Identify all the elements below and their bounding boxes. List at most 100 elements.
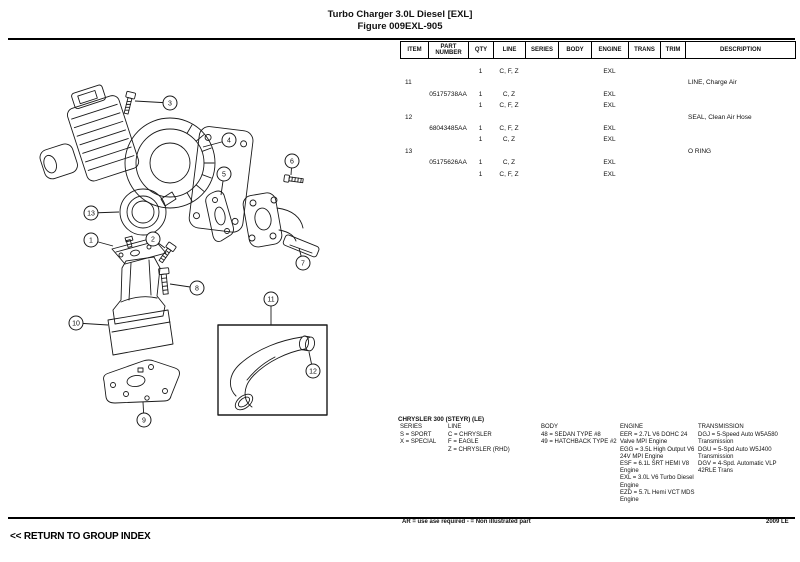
cell-line: C, Z [502,90,516,98]
cell-trans [628,169,660,180]
column-header-series: SERIES [526,42,559,58]
legend-item: EZD = 5.7L Hemi VCT MDS Engine [620,489,695,504]
svg-text:6: 6 [290,158,294,165]
cell-trans [628,157,660,168]
cell-engine [591,112,628,123]
cell-item [400,157,428,168]
callout-1: 1 [83,232,114,248]
cell-item [400,134,428,145]
cell-part_number [428,77,468,88]
title-block: Turbo Charger 3.0L Diesel [EXL] Figure 0… [0,9,800,32]
cell-trans [628,146,660,157]
actuator-drawing [66,84,140,182]
cell-series [525,157,558,168]
cell-qty: 1 [478,68,483,75]
table-row: 05175738AA 1 C, Z EXL [400,89,794,100]
column-header-description: DESCRIPTION [719,46,761,53]
cell-series [525,77,558,88]
svg-text:7: 7 [301,260,305,267]
cell-line: C, F, Z [499,68,519,75]
cell-line [493,77,525,88]
column-header-trim: TRIM [661,42,686,58]
svg-text:10: 10 [72,320,80,327]
cell-part_number: 05175738AA [429,90,467,98]
callout-8: 8 [169,280,205,296]
cell-trim [660,123,685,134]
cell-part_number: 05175626AA [429,159,467,167]
svg-text:12: 12 [309,368,317,375]
legend-title: CHRYSLER 300 (STEYR) (LE) [398,416,485,423]
cell-qty: 1 [478,90,483,98]
column-header-engine: ENGINE [592,42,629,58]
column-header-body: BODY [559,42,592,58]
legend-item: DGJ = 5-Speed Auto W5A580 Transmission [698,432,778,446]
callout-7: 7 [295,247,311,271]
cell-description: SEAL, Clean Air Hose [688,113,752,121]
cell-qty [468,146,493,157]
legend-column-label: SERIES [400,424,423,430]
cell-series [525,89,558,100]
cell-item [400,100,428,111]
legend-column-label: BODY [541,424,559,430]
cell-item [400,169,428,180]
callout-6: 6 [284,153,300,176]
cell-trim [660,134,685,145]
cell-body [558,134,591,145]
cell-line: C, F, Z [499,170,519,178]
cell-trans [628,123,660,134]
cell-trim [660,146,685,157]
top-rule [8,38,795,40]
cell-item: 13 [405,147,413,155]
cell-series [525,123,558,134]
cell-body [558,66,591,77]
callout-13: 13 [83,205,120,221]
legend-column-label: ENGINE [620,424,644,430]
legend-item: ESF = 6.1L SRT HEMI V8 Engine [620,461,690,475]
cell-description [685,89,794,100]
callout-11: 11 [263,291,279,325]
svg-text:13: 13 [87,210,95,217]
callout-9: 9 [136,401,152,428]
legend-item: 49 = HATCHBACK TYPE #2 [541,439,617,446]
cell-part_number [428,146,468,157]
cell-item: 11 [405,79,412,87]
table-row: 1 C, F, Z EXL [400,66,794,77]
column-header-part_number: PART NUMBER [429,42,469,58]
cell-part_number [428,134,468,145]
cell-body [558,100,591,111]
svg-text:8: 8 [195,285,199,292]
cell-item [400,89,428,100]
cell-part_number [428,100,468,111]
cell-line: C, Z [502,159,516,167]
legend-item: 48 = SEDAN TYPE #8 [541,432,601,439]
cell-engine: EXL [603,136,616,144]
cell-engine: EXL [603,68,616,75]
svg-text:9: 9 [142,417,146,424]
edition-label: 2009 LE [766,519,789,525]
cell-line: C, F, Z [499,102,519,110]
bolt-drawing-2 [158,241,177,264]
cell-qty: 1 [478,124,483,132]
legend-item: DGU = 5-Spd Auto W5J400 Transmission [698,446,772,460]
cell-series [525,66,558,77]
cell-trim [660,112,685,123]
column-header-trans: TRANS [629,42,661,58]
cell-description [685,169,794,180]
cell-engine: EXL [603,159,616,167]
cell-qty [468,77,493,88]
return-to-group-index-link[interactable]: << RETURN TO GROUP INDEX [10,531,151,542]
cell-trans [628,112,660,123]
cell-description [685,157,794,168]
cell-engine [591,146,628,157]
cell-engine: EXL [603,90,616,98]
